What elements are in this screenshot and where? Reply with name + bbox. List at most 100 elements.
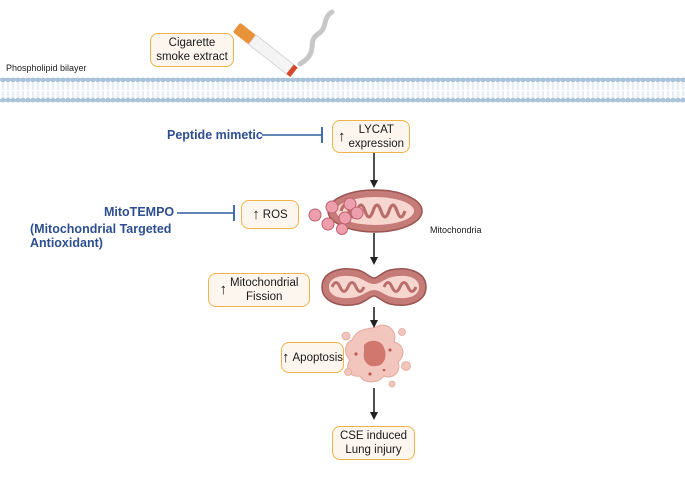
lipid-head (600, 97, 606, 103)
lipid-head (535, 97, 541, 103)
lipid-tail (196, 83, 200, 97)
lipid-head (605, 97, 611, 103)
lipid-head (495, 97, 501, 103)
lipid-head (550, 97, 556, 103)
lipid-tail (441, 83, 445, 97)
lipid-tail (636, 83, 640, 97)
lipid-head (535, 77, 541, 83)
lipid-tail (481, 83, 485, 97)
lipid-head (335, 97, 341, 103)
lipid-tail (386, 83, 390, 97)
lipid-head (265, 97, 271, 103)
ros-particle-icon (343, 197, 357, 211)
lipid-head (655, 97, 661, 103)
lipid-head (530, 77, 536, 83)
lipid-tail (261, 83, 265, 97)
lipid-tail (266, 83, 270, 97)
lipid-tail (681, 83, 685, 97)
box-line: Mitochondrial (230, 277, 299, 289)
lipid-tail (106, 83, 110, 97)
lipid-tail (506, 83, 510, 97)
lipid-head (545, 97, 551, 103)
lipid-tail (321, 83, 325, 97)
lipid-head (110, 77, 116, 83)
lipid-tail (56, 83, 60, 97)
lipid-tail (136, 83, 140, 97)
lipid-tail (641, 83, 645, 97)
lipid-head (365, 77, 371, 83)
lipid-head (15, 97, 21, 103)
lipid-tail (536, 83, 540, 97)
lipid-head (395, 77, 401, 83)
lipid-tail (341, 83, 345, 97)
ros-particle-icon (321, 217, 335, 231)
lipid-head (385, 77, 391, 83)
peptide-mimetic-label: Peptide mimetic (167, 128, 263, 142)
lipid-head (640, 97, 646, 103)
lipid-head (410, 97, 416, 103)
lipid-head (185, 77, 191, 83)
inhibition-bar-icon (262, 127, 323, 143)
lipid-head (605, 77, 611, 83)
lipid-tail (371, 83, 375, 97)
mitotempo-line: MitoTEMPO (104, 205, 175, 219)
lipid-head (340, 77, 346, 83)
lipid-head (365, 97, 371, 103)
lipid-head (200, 77, 206, 83)
lipid-head (515, 97, 521, 103)
lipid-tail (476, 83, 480, 97)
lipid-head (110, 97, 116, 103)
lipid-head (245, 97, 251, 103)
lipid-tail (676, 83, 680, 97)
up-arrow-icon: ↑ (219, 281, 228, 298)
lipid-head (630, 77, 636, 83)
lipid-tail (101, 83, 105, 97)
lipid-head (345, 77, 351, 83)
lipid-head (160, 97, 166, 103)
lipid-head (430, 97, 436, 103)
lipid-head (105, 77, 111, 83)
lipid-head (560, 77, 566, 83)
lipid-head (100, 97, 106, 103)
lipid-tail (406, 83, 410, 97)
lipid-head (70, 77, 76, 83)
lipid-head (565, 97, 571, 103)
lipid-tail (191, 83, 195, 97)
lipid-head (375, 77, 381, 83)
lipid-tail (271, 83, 275, 97)
lipid-tail (96, 83, 100, 97)
lipid-head (175, 97, 181, 103)
lipid-tail (461, 83, 465, 97)
lipid-head (225, 77, 231, 83)
lipid-head (505, 97, 511, 103)
lipid-head (495, 77, 501, 83)
lipid-head (355, 97, 361, 103)
lipid-head (360, 77, 366, 83)
lipid-tail (291, 83, 295, 97)
lipid-head (455, 77, 461, 83)
lipid-tail (391, 83, 395, 97)
lipid-tail (491, 83, 495, 97)
lipid-tail (376, 83, 380, 97)
lipid-tail (131, 83, 135, 97)
lipid-head (150, 77, 156, 83)
lipid-head (20, 97, 26, 103)
lipid-tail (91, 83, 95, 97)
lipid-tail (301, 83, 305, 97)
lipid-head (550, 77, 556, 83)
lipid-head (645, 97, 651, 103)
lipid-head (565, 77, 571, 83)
lipid-head (65, 97, 71, 103)
lipid-head (40, 97, 46, 103)
lipid-head (320, 97, 326, 103)
lipid-head (285, 97, 291, 103)
lipid-head (265, 77, 271, 83)
lipid-head (275, 97, 281, 103)
lipid-head (305, 97, 311, 103)
box-line: expression (348, 137, 405, 150)
lipid-head (5, 77, 11, 83)
lipid-head (570, 77, 576, 83)
lipid-tail (496, 83, 500, 97)
lipid-tail (181, 83, 185, 97)
lipid-head (390, 97, 396, 103)
